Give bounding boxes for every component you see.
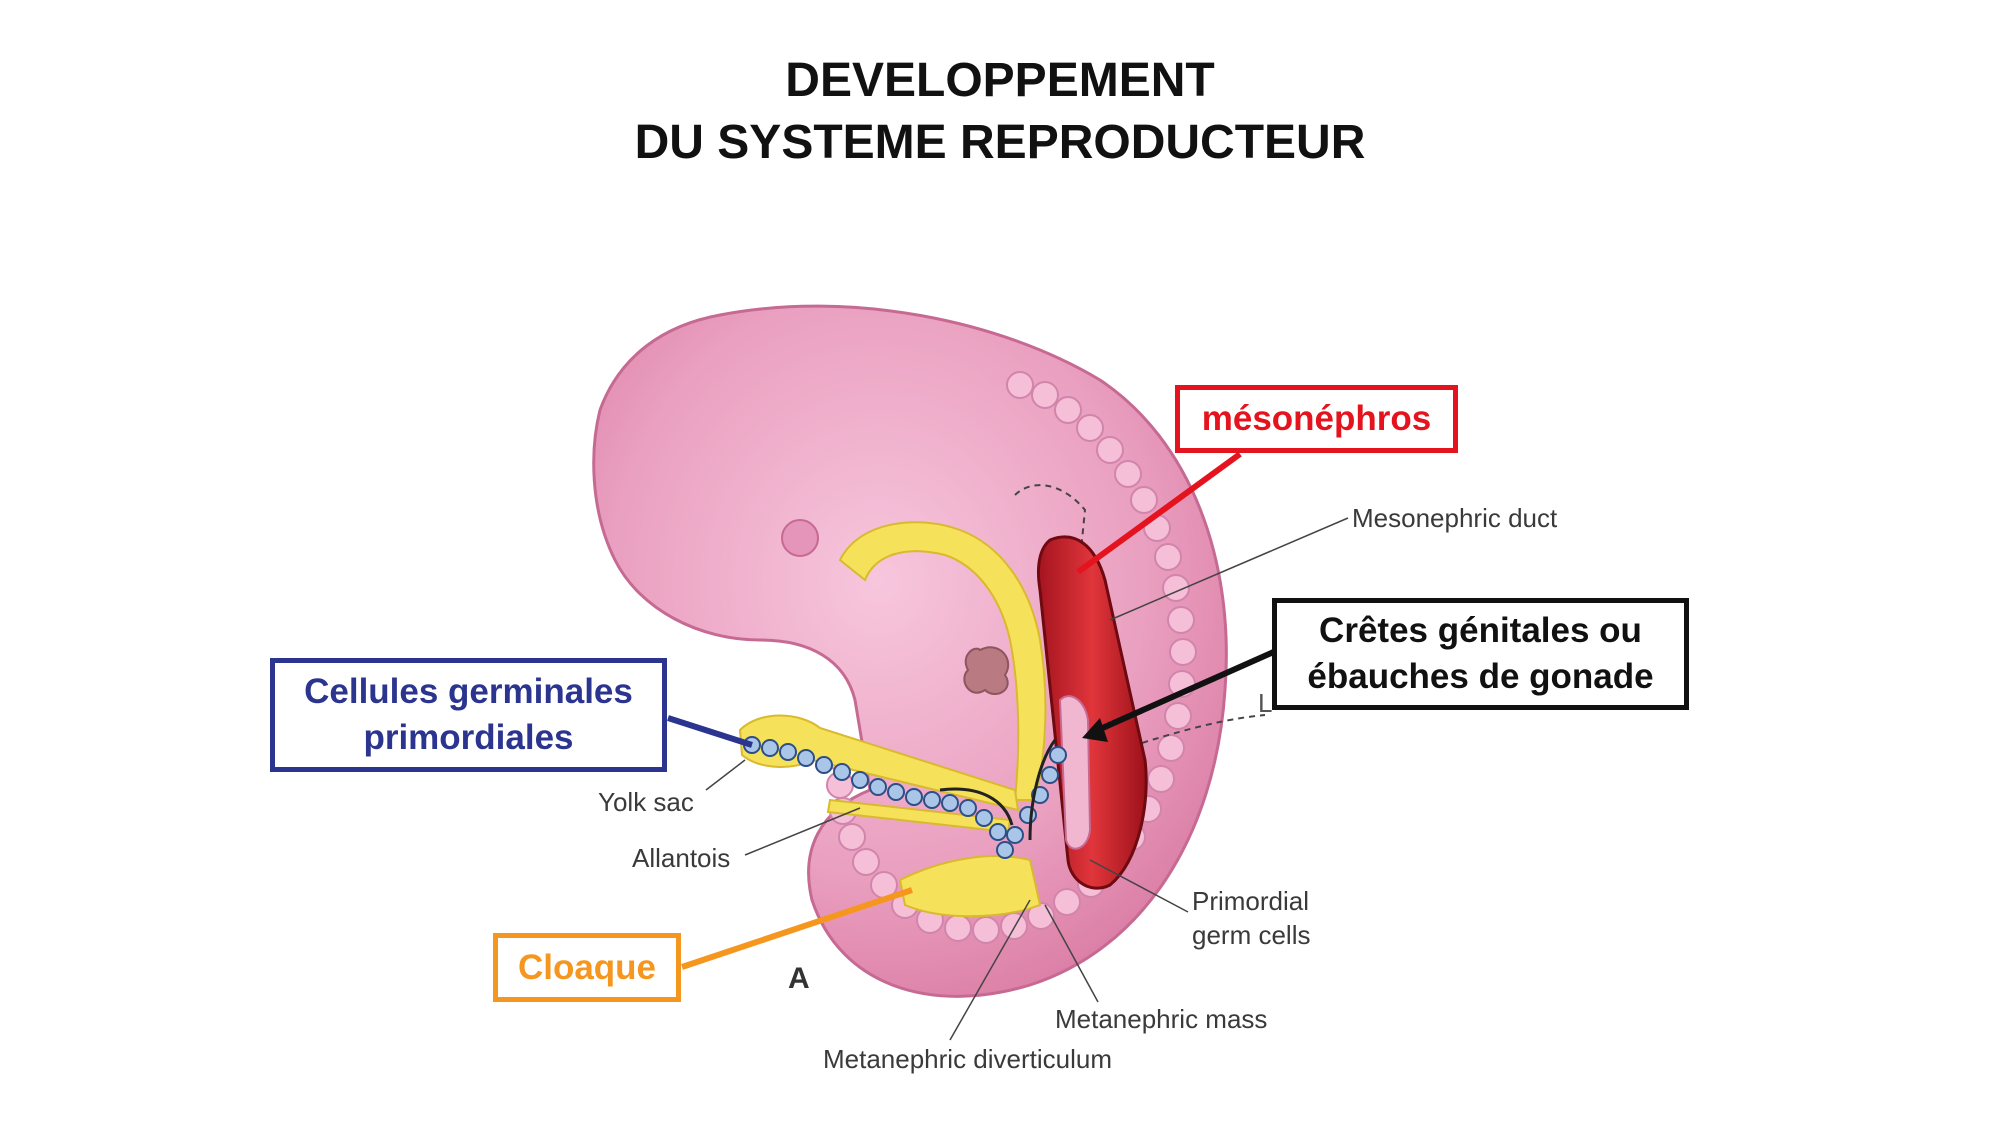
panel-letter: A bbox=[788, 962, 810, 995]
genital-ridge bbox=[1058, 695, 1092, 850]
migration-arrow-1 bbox=[939, 787, 1014, 826]
leader-yolk-sac bbox=[705, 759, 746, 791]
arrow-cretes bbox=[1096, 647, 1280, 733]
callout-cellules-line1: Cellules germinales bbox=[304, 672, 633, 711]
callout-cellules-germinales: Cellules germinales primordiales bbox=[270, 658, 667, 772]
label-primordial-germ-cells: Primordial germ cells bbox=[1192, 886, 1311, 950]
leader-mesonephric-duct bbox=[1109, 517, 1349, 621]
callout-cloaque: Cloaque bbox=[493, 933, 681, 1002]
callout-cellules-line2: primordiales bbox=[363, 718, 574, 757]
arrow-cellules bbox=[667, 715, 753, 748]
leader-metanephric-mass bbox=[1044, 904, 1099, 1003]
callout-mesonephros-text: mésonéphros bbox=[1201, 399, 1432, 438]
leader-allantois bbox=[744, 807, 861, 856]
callout-cretes-line2: ébauches de gonade bbox=[1307, 657, 1654, 696]
label-mesonephric-duct: Mesonephric duct bbox=[1352, 503, 1558, 533]
label-allantois: Allantois bbox=[632, 843, 731, 873]
arrow-mesonephros bbox=[1076, 451, 1242, 575]
label-yolk-sac: Yolk sac bbox=[598, 787, 694, 817]
dashed-outline-upper bbox=[1014, 484, 1087, 561]
title-line-1: DEVELOPPEMENT bbox=[785, 54, 1215, 107]
gut-stalk bbox=[738, 714, 1020, 812]
partial-label: L bbox=[1258, 688, 1273, 718]
migration-arrow-2 bbox=[1028, 739, 1057, 841]
arrow-cretes-head bbox=[1082, 718, 1108, 742]
arrow-cloaque bbox=[681, 887, 913, 970]
label-metanephric-diverticulum: Metanephric diverticulum bbox=[823, 1044, 1113, 1074]
leader-primordial bbox=[1089, 859, 1189, 913]
callout-mesonephros: mésonéphros bbox=[1175, 385, 1458, 453]
callout-cretes-line1: Crêtes génitales ou bbox=[1319, 611, 1642, 650]
label-metanephric-mass: Metanephric mass bbox=[1055, 1004, 1268, 1034]
callout-cloaque-text: Cloaque bbox=[517, 947, 657, 987]
callout-cretes-genitales: Crêtes génitales ou ébauches de gonade bbox=[1272, 598, 1689, 710]
cloaca-region bbox=[898, 855, 1042, 918]
heart-blob bbox=[963, 646, 1010, 695]
leader-meta-div bbox=[949, 899, 1031, 1041]
optic-bump bbox=[781, 519, 819, 557]
title-line-2: DU SYSTEME REPRODUCTEUR bbox=[634, 116, 1366, 169]
